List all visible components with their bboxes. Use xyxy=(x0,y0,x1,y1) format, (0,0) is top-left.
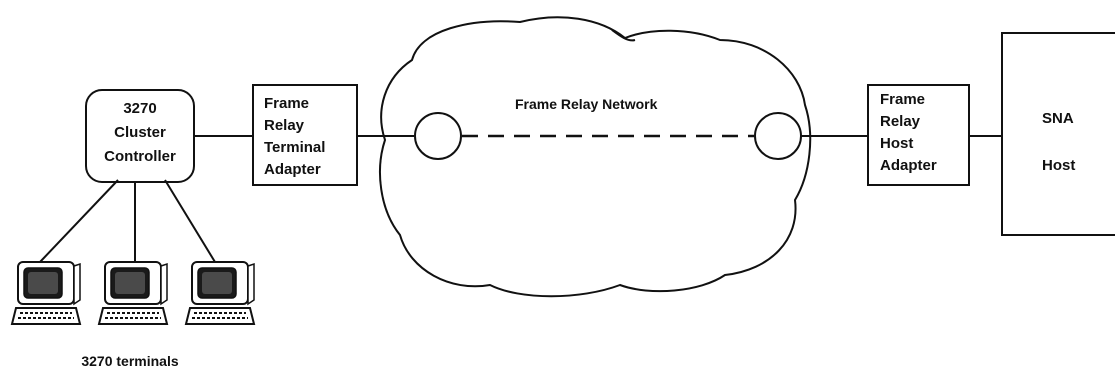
terminal-adapter-box xyxy=(252,84,358,186)
host-adapter-line-3: Host xyxy=(880,135,913,152)
network-label: Frame Relay Network xyxy=(515,96,658,112)
terminal-3 xyxy=(184,261,256,325)
host-adapter-line-4: Adapter xyxy=(880,157,937,174)
terminal-adapter-line-2: Relay xyxy=(264,117,305,134)
frame-relay-network: Frame Relay Network xyxy=(379,16,812,298)
terminal-1 xyxy=(10,261,82,325)
cluster-controller-line-3: Controller xyxy=(104,148,176,165)
terminal-adapter-line-3: Terminal xyxy=(264,139,325,156)
terminal-side xyxy=(73,262,81,306)
terminal-screen-glass xyxy=(115,272,145,294)
terminal-adapter: Frame Relay Terminal Adapter xyxy=(252,84,358,186)
network-cloud xyxy=(379,16,812,298)
terminal-adapter-line-4: Adapter xyxy=(264,161,321,178)
terminal-adapter-line-1: Frame xyxy=(264,95,309,112)
cloud-notch xyxy=(611,29,636,42)
terminal-2 xyxy=(97,261,169,325)
host-adapter: Frame Relay Host Adapter xyxy=(867,84,970,186)
terminal-screen-glass xyxy=(28,272,58,294)
sna-host-line-1: SNA xyxy=(1042,110,1074,127)
terminal-side xyxy=(247,262,255,306)
network-port-left xyxy=(414,112,462,160)
terminal-screen-glass xyxy=(202,272,232,294)
terminal-side xyxy=(160,262,168,306)
link-controller-to-terminal-1 xyxy=(39,179,119,263)
sna-host: SNA Host xyxy=(1001,32,1115,236)
host-adapter-box xyxy=(867,84,970,186)
terminals-caption: 3270 terminals xyxy=(81,353,178,369)
host-adapter-line-2: Relay xyxy=(880,113,921,130)
terminal-keyboard xyxy=(97,307,169,325)
cluster-controller-line-2: Cluster xyxy=(114,124,166,141)
host-adapter-line-1: Frame xyxy=(880,91,925,108)
cluster-controller-box xyxy=(85,89,195,183)
sna-host-box xyxy=(1001,32,1115,236)
network-port-right xyxy=(754,112,802,160)
sna-host-line-2: Host xyxy=(1042,157,1075,174)
link-controller-to-terminal-3 xyxy=(164,179,216,263)
terminal-keyboard xyxy=(10,307,82,325)
cluster-controller: 3270 Cluster Controller xyxy=(85,89,195,183)
terminals-group xyxy=(10,261,256,325)
cluster-controller-line-1: 3270 xyxy=(123,100,156,117)
terminal-keyboard xyxy=(184,307,256,325)
